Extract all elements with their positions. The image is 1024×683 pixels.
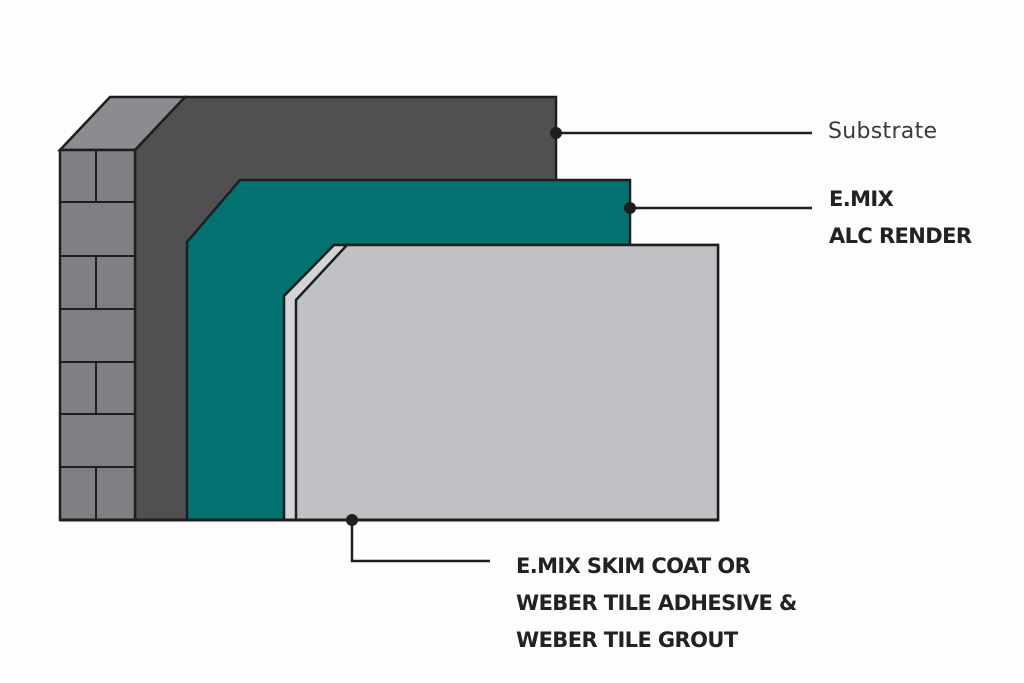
render-label-line1: E.MIX bbox=[829, 187, 894, 211]
substrate-label: Substrate bbox=[828, 119, 938, 144]
skim-coat-label-line1: E.MIX SKIM COAT OR bbox=[516, 554, 751, 578]
render-label: E.MIX ALC RENDER bbox=[829, 181, 972, 255]
render-label-line2: ALC RENDER bbox=[829, 224, 972, 248]
tile-layer bbox=[294, 243, 720, 522]
substrate-leader bbox=[550, 127, 812, 139]
skim-coat-label-line3: WEBER TILE GROUT bbox=[516, 628, 738, 652]
skim-coat-label: E.MIX SKIM COAT OR WEBER TILE ADHESIVE &… bbox=[516, 548, 797, 659]
skim-coat-leader bbox=[346, 514, 490, 563]
brick-wall bbox=[57, 95, 188, 522]
render-leader bbox=[624, 202, 812, 214]
skim-coat-label-line2: WEBER TILE ADHESIVE & bbox=[516, 591, 797, 615]
